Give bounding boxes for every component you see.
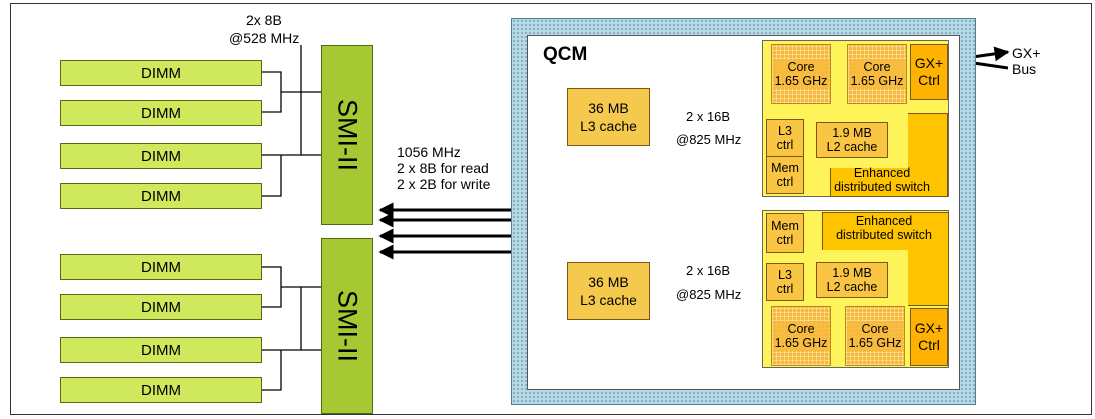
l3-link-freq-bottom: @825 MHz [676, 287, 742, 302]
smi-buffer-bottom: SMI-II [321, 238, 373, 414]
core-bottom-1: Core 1.65 GHz [771, 306, 831, 366]
dimm-3: DIMM [60, 143, 262, 169]
dimm-8: DIMM [60, 377, 262, 403]
dimm-5: DIMM [60, 254, 262, 280]
link-freq-label: 1056 MHz [397, 144, 461, 160]
gx-bus-label-line2: Bus [1012, 61, 1037, 77]
core-label: Core 1.65 GHz [848, 59, 906, 89]
dimm-bus-freq-label: @528 MHz [229, 30, 300, 46]
dimm-4: DIMM [60, 183, 262, 209]
l3-cache-top: 36 MB L3 cache [567, 88, 650, 146]
smi-buffer-top: SMI-II [321, 45, 373, 225]
link-read-label: 2 x 8B for read [397, 160, 489, 176]
core-bottom-2: Core 1.65 GHz [845, 306, 905, 366]
smi-label: SMI-II [332, 290, 363, 362]
core-top-1: Core 1.65 GHz [771, 44, 831, 104]
l3-link-width-bottom: 2 x 16B [686, 263, 731, 278]
dimm-6: DIMM [60, 294, 262, 320]
switch-label-top: Enhanced distributed switch [834, 166, 930, 194]
l3-link-width-top: 2 x 16B [686, 109, 731, 124]
mem-ctrl-bottom: Mem ctrl [766, 213, 804, 253]
mem-ctrl-top: Mem ctrl [766, 156, 804, 194]
link-write-label: 2 x 2B for write [397, 176, 491, 192]
gx-ctrl-bottom: GX+ Ctrl [910, 308, 948, 366]
gx-bus-label: GX+ Bus [1012, 45, 1040, 77]
core-label: Core 1.65 GHz [772, 59, 830, 89]
l3-link-freq-top: @825 MHz [676, 132, 742, 147]
gx-bus-label-line1: GX+ [1012, 45, 1041, 61]
l3-ctrl-top: L3 ctrl [766, 119, 804, 157]
dimm-2: DIMM [60, 100, 262, 126]
gx-ctrl-top: GX+ Ctrl [910, 44, 948, 100]
switch-label-bottom: Enhanced distributed switch [836, 214, 932, 242]
core-top-2: Core 1.65 GHz [847, 44, 907, 104]
l2-cache-bottom: 1.9 MB L2 cache [816, 262, 888, 298]
l3-ctrl-bottom: L3 ctrl [766, 263, 804, 301]
core-label: Core 1.65 GHz [846, 321, 904, 351]
smi-label: SMI-II [332, 99, 363, 171]
core-label: Core 1.65 GHz [772, 321, 830, 351]
l3-cache-bottom: 36 MB L3 cache [567, 262, 650, 320]
dimm-7: DIMM [60, 337, 262, 363]
dimm-bus-width-label: 2x 8B [246, 12, 282, 28]
dimm-1: DIMM [60, 60, 262, 86]
qcm-title: QCM [543, 44, 588, 65]
diagram-frame [10, 3, 1092, 415]
l2-cache-top: 1.9 MB L2 cache [816, 122, 888, 158]
